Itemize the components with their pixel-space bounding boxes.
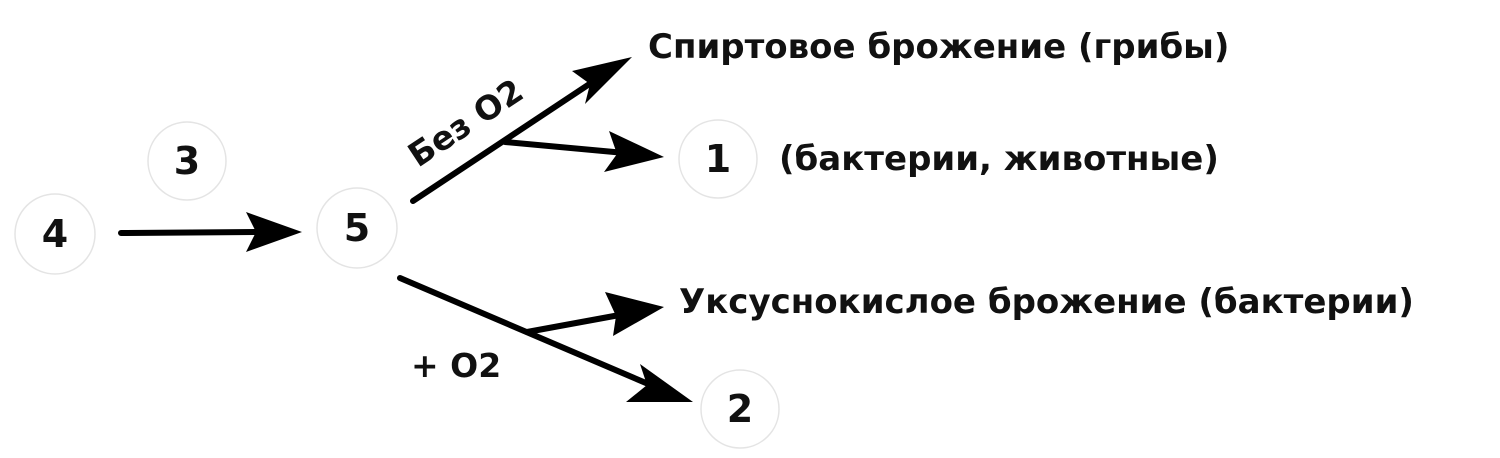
alcohol-fermentation-label: Спиртовое брожение (грибы) — [648, 27, 1229, 67]
node-4: 4 — [14, 193, 96, 275]
arrow-branch-to-acetic — [524, 292, 664, 336]
bacteria-animals-label: (бактерии, животные) — [779, 139, 1219, 179]
with-oxygen-label: + О2 — [411, 346, 501, 385]
arrow-4-to-5 — [118, 212, 302, 252]
acetic-fermentation-label: Уксуснокислое брожение (бактерии) — [679, 282, 1414, 322]
node-2: 2 — [700, 369, 780, 449]
node-1-label: 1 — [705, 137, 731, 181]
node-3-label: 3 — [174, 139, 200, 183]
node-5: 5 — [316, 187, 398, 269]
node-3: 3 — [147, 121, 227, 201]
arrow-branch-to-1 — [502, 131, 664, 172]
node-5-label: 5 — [344, 206, 370, 250]
node-2-label: 2 — [727, 387, 753, 431]
node-4-label: 4 — [42, 212, 68, 256]
arrow-5-to-alcohol — [410, 57, 632, 204]
node-1: 1 — [678, 119, 758, 199]
no-oxygen-label: Без О2 — [401, 71, 530, 175]
